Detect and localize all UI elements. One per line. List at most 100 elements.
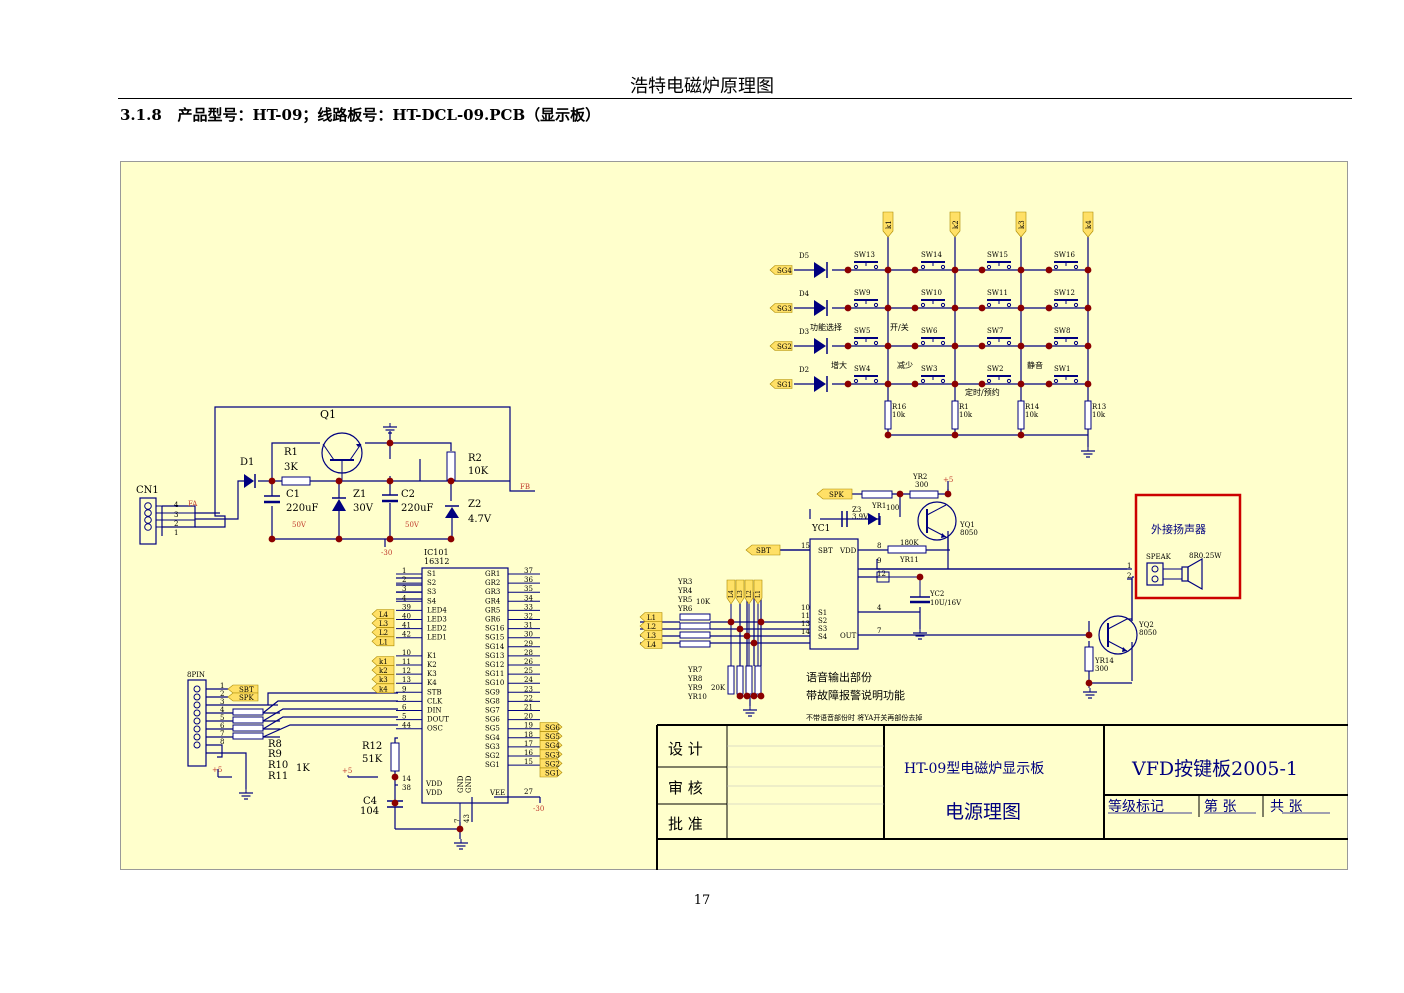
junction-dot [391,773,399,781]
section-heading: 3.1.8 产品型号：HT-09；线路板号：HT-DCL-09.PCB（显示板） [120,104,600,125]
ic101-body [421,567,509,804]
connector-8pin-hole [193,701,201,709]
junction-dot [447,535,455,543]
yc1-pin-num: 15 [801,542,810,550]
junction-dot [978,304,986,312]
schematic-drawing: CN1 4 3 2 1 FA FB D1 R1 3K Q1 C1 220uF 5… [120,161,1348,870]
led-net-label-l2-tag [371,627,395,638]
ic101-vee-num: 27 [524,788,533,796]
voice-plus5: +5 [943,476,953,484]
speaker-connector-label: SPEAK [1146,553,1172,561]
seg-net-label-sg5-tag [539,731,563,741]
ic101-right-pin-name: SG7 [485,707,500,715]
seg-net-label-sg1-tag [539,767,563,778]
junction-dot [896,490,904,498]
cn1-label: CN1 [136,485,159,496]
ic101-gnd-name-2: GND [465,775,473,793]
yr4-label: YR4 [677,587,693,595]
ic101-right-pins: 37GR136GR235GR334GR433GR532GR631SG1630SG… [485,567,540,769]
speaker-pin-2: 2 [1127,572,1131,580]
junction-dot [1084,266,1092,274]
keypad-row-diode-d2 [814,376,826,392]
keypad-column-text-k1: k1 [885,220,893,229]
ic101-right-pin-name: SG8 [485,697,500,705]
ic101-left-pin-name: LED4 [427,606,447,614]
keypad-column-label-k3: k3 [1018,220,1026,229]
keypad-switch-label-sw1: SW1 [1054,365,1070,373]
ic101-left-pin-name: S2 [427,579,436,587]
ic101-right-pin-name: GR3 [485,588,500,596]
connector-8pin-hole [193,685,201,693]
connector-8pin-hole [193,733,201,741]
ic101-left-pin-name: LED2 [427,625,447,633]
yq1-ref: YQ1 [959,521,975,529]
junction-dot [1084,342,1092,350]
voice-top-text-l2: L2 [746,590,753,598]
led-net-label-l1-text: L1 [379,638,388,646]
yr10-label: YR10 [687,693,707,701]
keypad-switch-contact [873,302,879,308]
connector-8pin-resistor [232,708,264,716]
ic101-right-pin-name: SG14 [485,643,505,651]
sbt-voice-text: SBT [756,547,771,555]
junction-dot [916,573,924,581]
yr1-ref: YR1 [871,502,886,510]
junction-dot [1085,679,1093,687]
yr14-resistor [1084,646,1094,672]
yr11-value: 180K [900,539,919,547]
junction-dot [447,477,455,485]
junction-dot [1085,631,1093,639]
voice-top-label-l1: L1 [755,590,762,598]
yr11-ref: YR11 [899,556,919,564]
junction-dot [335,477,343,485]
ic101-left-pin-num: 8 [402,694,406,702]
keypad-row-tag-sg4-tag [769,265,793,275]
keypad-switch-label-sw10: SW10 [921,289,942,297]
keypad-switch-contact [1073,378,1079,384]
ic101-left-pin-num: 40 [402,613,411,621]
keypad-switch-contact [853,378,859,384]
ic101-left-pin-num: 1 [402,567,406,575]
junction-dot [1017,342,1025,350]
keypad-switch-contact [986,302,992,308]
yr3-label: YR3 [677,578,692,586]
keypad-switch-contact [986,378,992,384]
yr14-value: 300 [1095,665,1108,673]
key-net-label-k2-text: k2 [379,667,388,675]
fn-select-label: 功能选择 [810,322,842,332]
fn-increase-label: 增大 [831,360,847,370]
yr3-6-value: 10K [696,598,711,606]
led-net-label-l3-text: L3 [379,620,388,628]
cn1-pin-1: 1 [174,529,178,537]
title-block-board-title: HT-09型电磁炉显示板 [904,761,1044,777]
seg-net-label-sg2-tag [539,758,563,769]
header-rule [118,98,1352,99]
junction-dot [978,266,986,274]
keypad-diode-label-d5: D5 [799,252,809,260]
voice-top-tag-l3 [735,579,745,605]
yc1-pin-name: S3 [818,625,827,633]
ic101-left-pin-num: 11 [402,658,411,666]
junction-dot [335,535,343,543]
ic101-right-pin-name: GR5 [485,606,500,614]
voice-series-resistor [679,631,711,639]
junction-dot [884,431,892,439]
voice-series-resistor [679,622,711,630]
keypad-row-diode-d4 [814,300,826,316]
voice-series-resistor [679,613,711,621]
ic101-right-pin-num: 16 [524,749,533,757]
keypad-pulldown-r14 [1017,400,1025,430]
yc1-pin-num: 12 [877,570,886,578]
key-net-label-k3-tag [371,674,395,685]
z1-zener [332,497,346,511]
ic101-vdd-pin-38-name: VDD [425,789,443,797]
yc1-pin-num: 14 [801,628,810,636]
seg-net-label-sg1-text: SG1 [545,770,560,778]
keypad-column-tag-k2 [949,211,961,238]
keypad-diode-label-d3: D3 [799,328,809,336]
junction-dot [844,380,852,388]
ic101-right-pin-num: 32 [524,613,533,621]
ic101-right-pin-num: 21 [524,704,533,712]
keypad-column-tag-k3 [1015,211,1027,238]
